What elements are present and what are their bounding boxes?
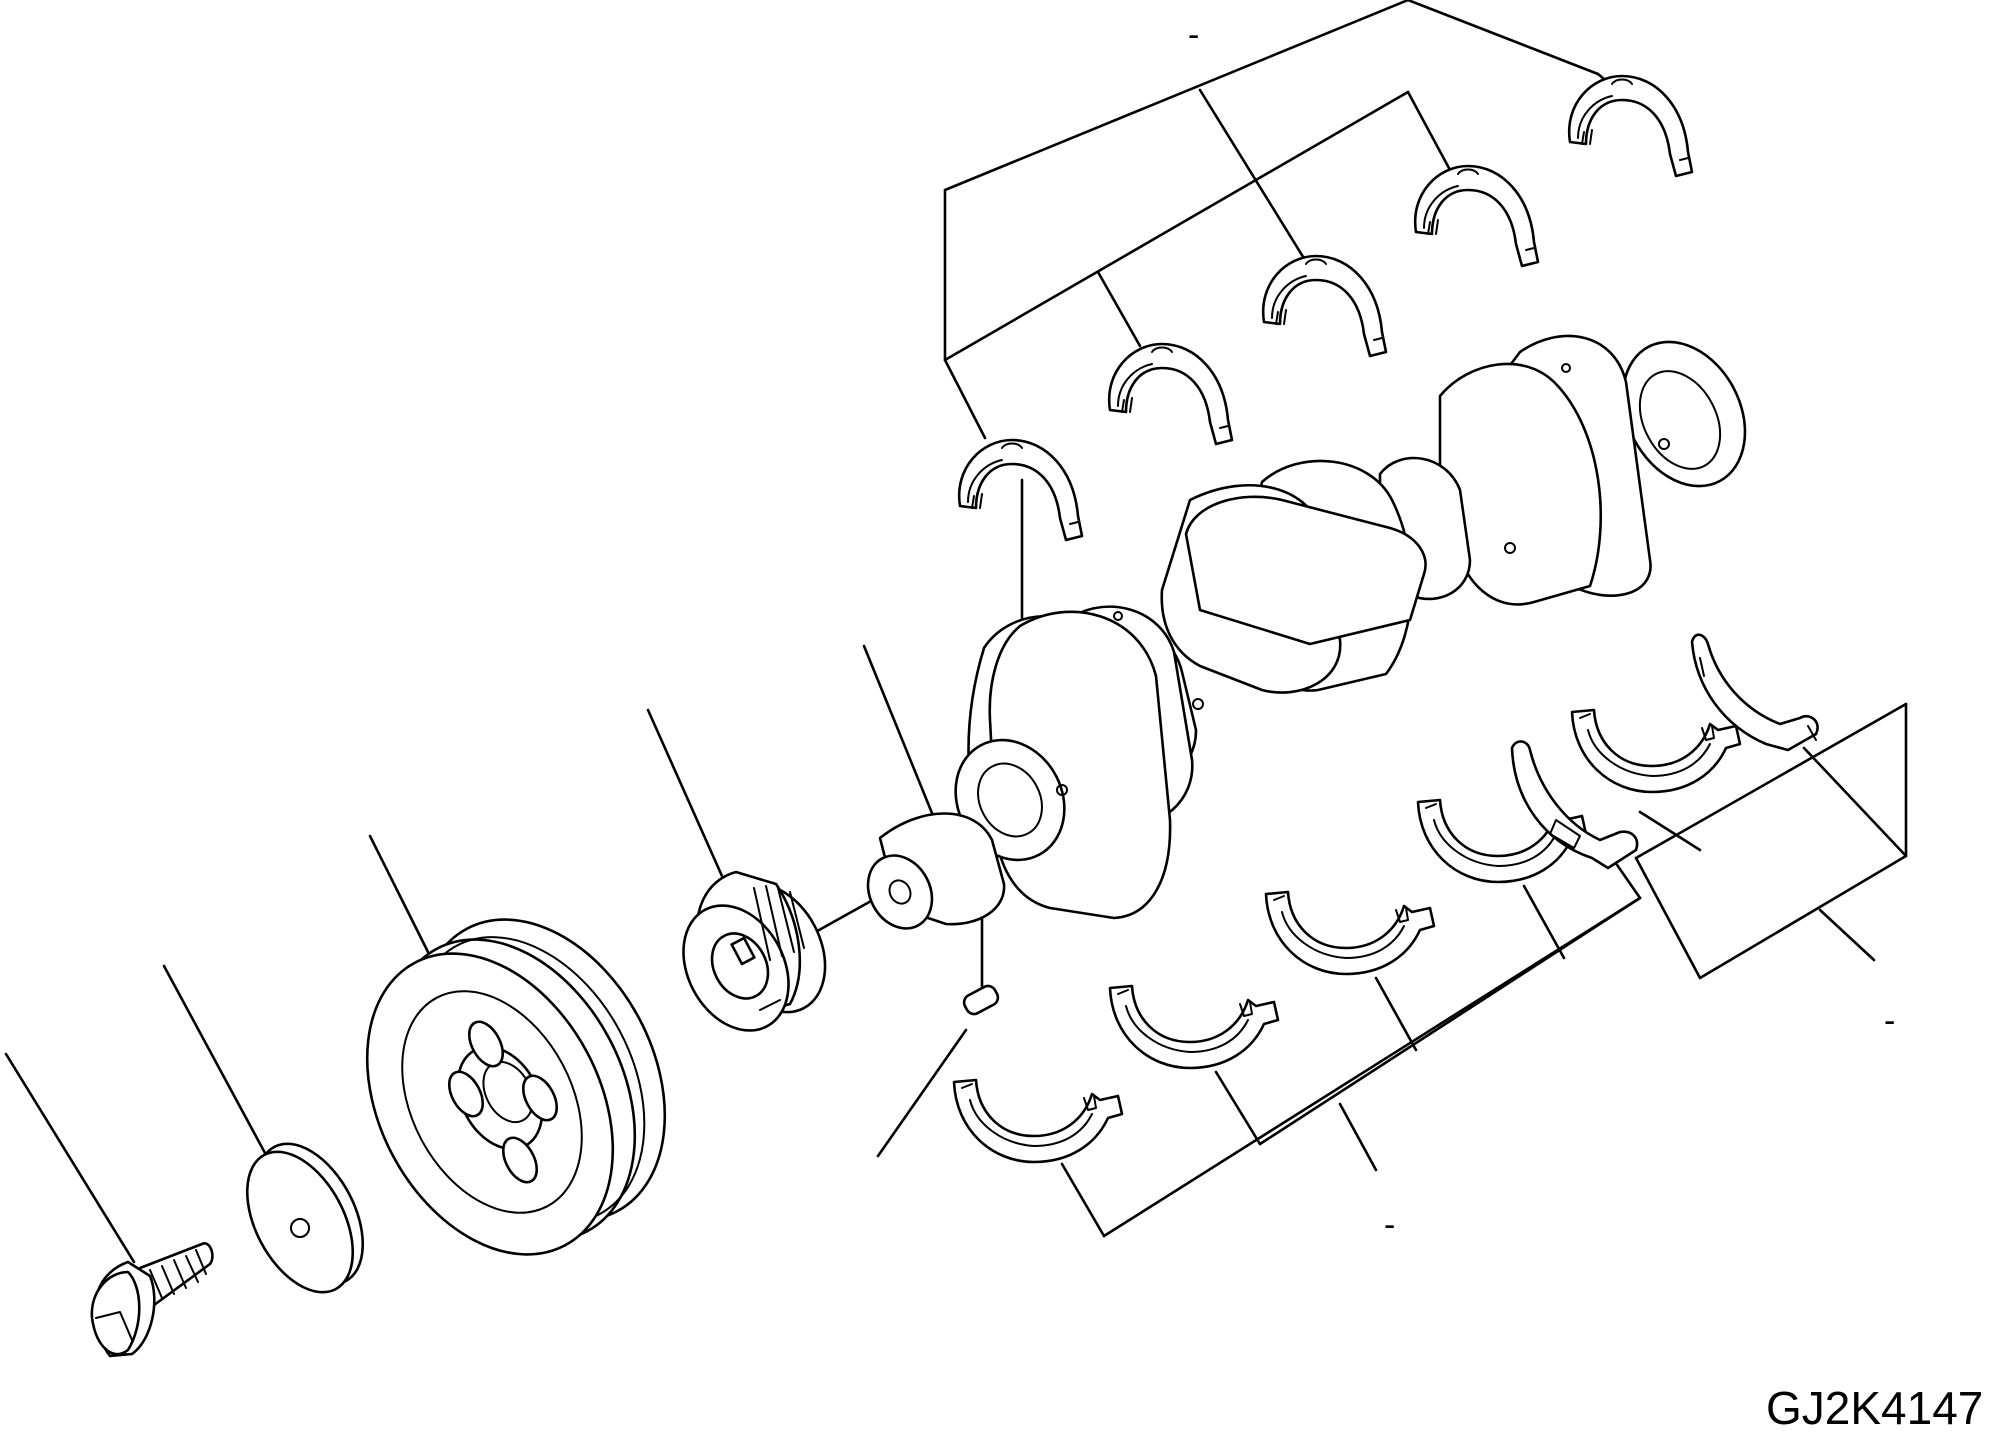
bearing-shell-icon <box>957 438 1084 542</box>
thrust-washer-halves <box>1510 633 1819 870</box>
callout-labels: - - - <box>1188 16 1895 1244</box>
bearing-shell-icon <box>952 1078 1124 1164</box>
drawing-code: GJ2K4147 <box>1766 1382 1983 1434</box>
callout-upper-main-bearings: - <box>1188 16 1199 54</box>
bearing-shell-icon <box>1413 164 1540 268</box>
crankshaft-icon <box>866 334 1747 930</box>
washer-icon <box>245 1142 365 1294</box>
gear-icon <box>682 870 827 1032</box>
callout-lower-main-bearings: - <box>1384 1206 1395 1244</box>
bearing-shell-icon <box>1264 890 1436 976</box>
bearing-shell-icon <box>1108 984 1280 1070</box>
key-icon <box>962 984 1000 1016</box>
leader-lines <box>4 0 1908 1264</box>
bearing-shell-icon <box>1107 342 1234 446</box>
bearing-shell-icon <box>1261 254 1388 358</box>
pulley-icon <box>365 918 667 1256</box>
bearing-shell-icon <box>1567 74 1694 178</box>
bearing-shell-icon <box>1570 708 1742 794</box>
callout-thrust-washers: - <box>1884 1002 1895 1040</box>
bolt-icon <box>90 1242 214 1358</box>
